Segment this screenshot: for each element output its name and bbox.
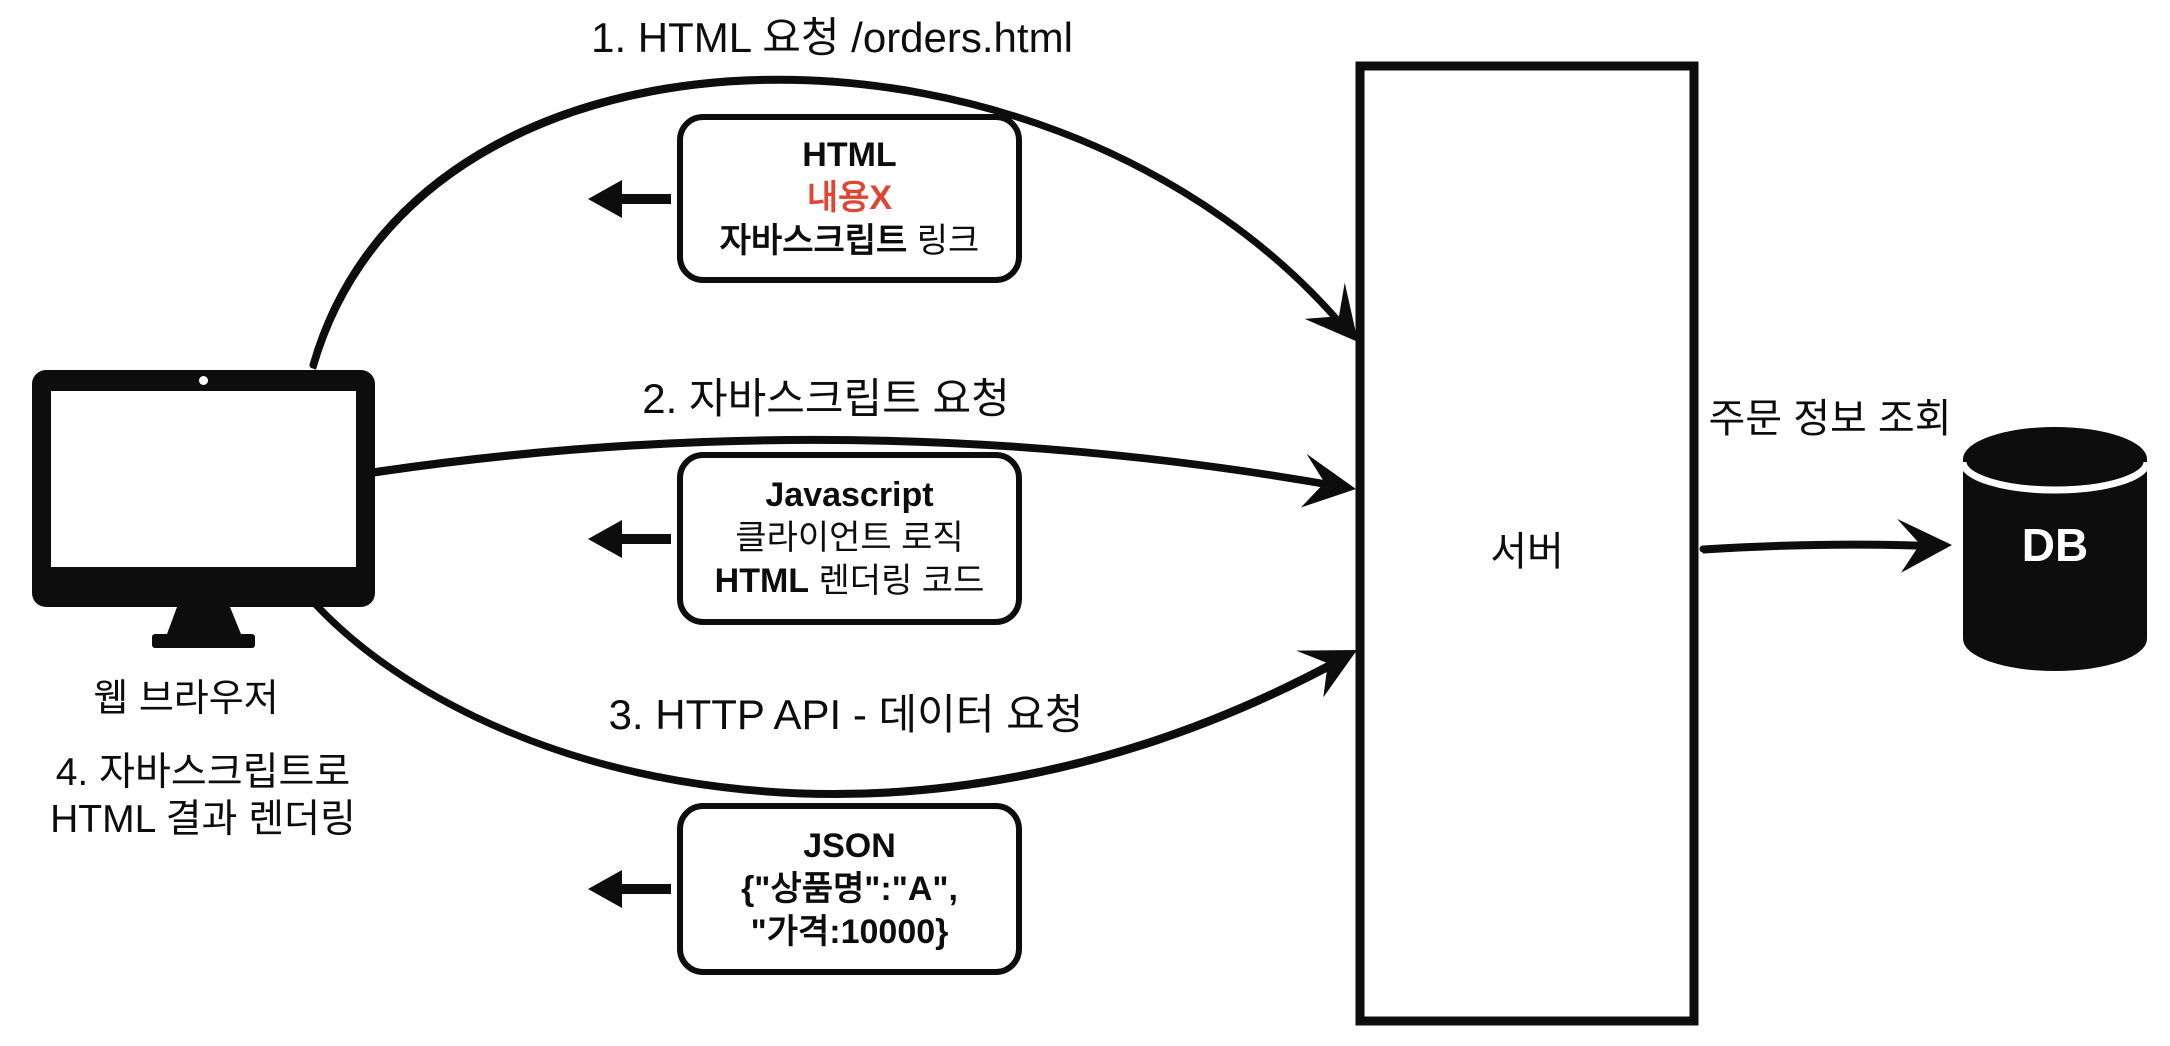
html-box-title: HTML: [802, 136, 897, 174]
flow3-label: 3. HTTP API - 데이터 요청: [608, 691, 1084, 738]
request-arrow-1: [309, 75, 1380, 370]
flow2-label: 2. 자바스크립트 요청: [642, 375, 1010, 422]
js-box-client-logic: 클라이언트 로직: [735, 519, 964, 557]
step4-label-line1: 4. 자바스크립트로: [55, 751, 351, 794]
browser-caption: 웹 브라우저: [93, 678, 279, 720]
monitor-icon: [32, 370, 375, 648]
json-box-payload-2: "가격:10000}: [750, 912, 949, 951]
json-box-title: JSON: [803, 826, 896, 865]
json-box-payload-1: {"상품명":"A",: [741, 869, 958, 908]
server-label: 서버: [1490, 530, 1564, 574]
html-box-script-link: 자바스크립트 링크: [719, 222, 980, 260]
html-response-box: HTML 내용X 자바스크립트 링크: [677, 114, 1022, 283]
js-box-render-code: HTML 렌더링 코드: [714, 562, 985, 600]
request-arrow-3: [303, 591, 1370, 798]
db-query-arrow: [1699, 517, 1953, 573]
response-arrow-html: [588, 180, 671, 218]
html-box-no-content: 내용X: [806, 179, 893, 217]
flow1-label: 1. HTML 요청 /orders.html: [591, 14, 1073, 61]
step4-label-line2: HTML 결과 렌더링: [50, 798, 356, 841]
server-box: [1355, 61, 1699, 1026]
db-label: DB: [2021, 519, 2089, 571]
js-box-title: Javascript: [765, 476, 934, 514]
response-arrow-js: [588, 520, 671, 558]
db-query-label: 주문 정보 조회: [1708, 397, 1952, 441]
javascript-response-box: Javascript 클라이언트 로직 HTML 렌더링 코드: [677, 452, 1022, 625]
response-arrow-json: [588, 870, 671, 908]
request-arrow-2: [368, 435, 1360, 515]
db-cylinder-icon: [1959, 427, 2151, 671]
json-response-box: JSON {"상품명":"A", "가격:10000}: [677, 803, 1022, 975]
